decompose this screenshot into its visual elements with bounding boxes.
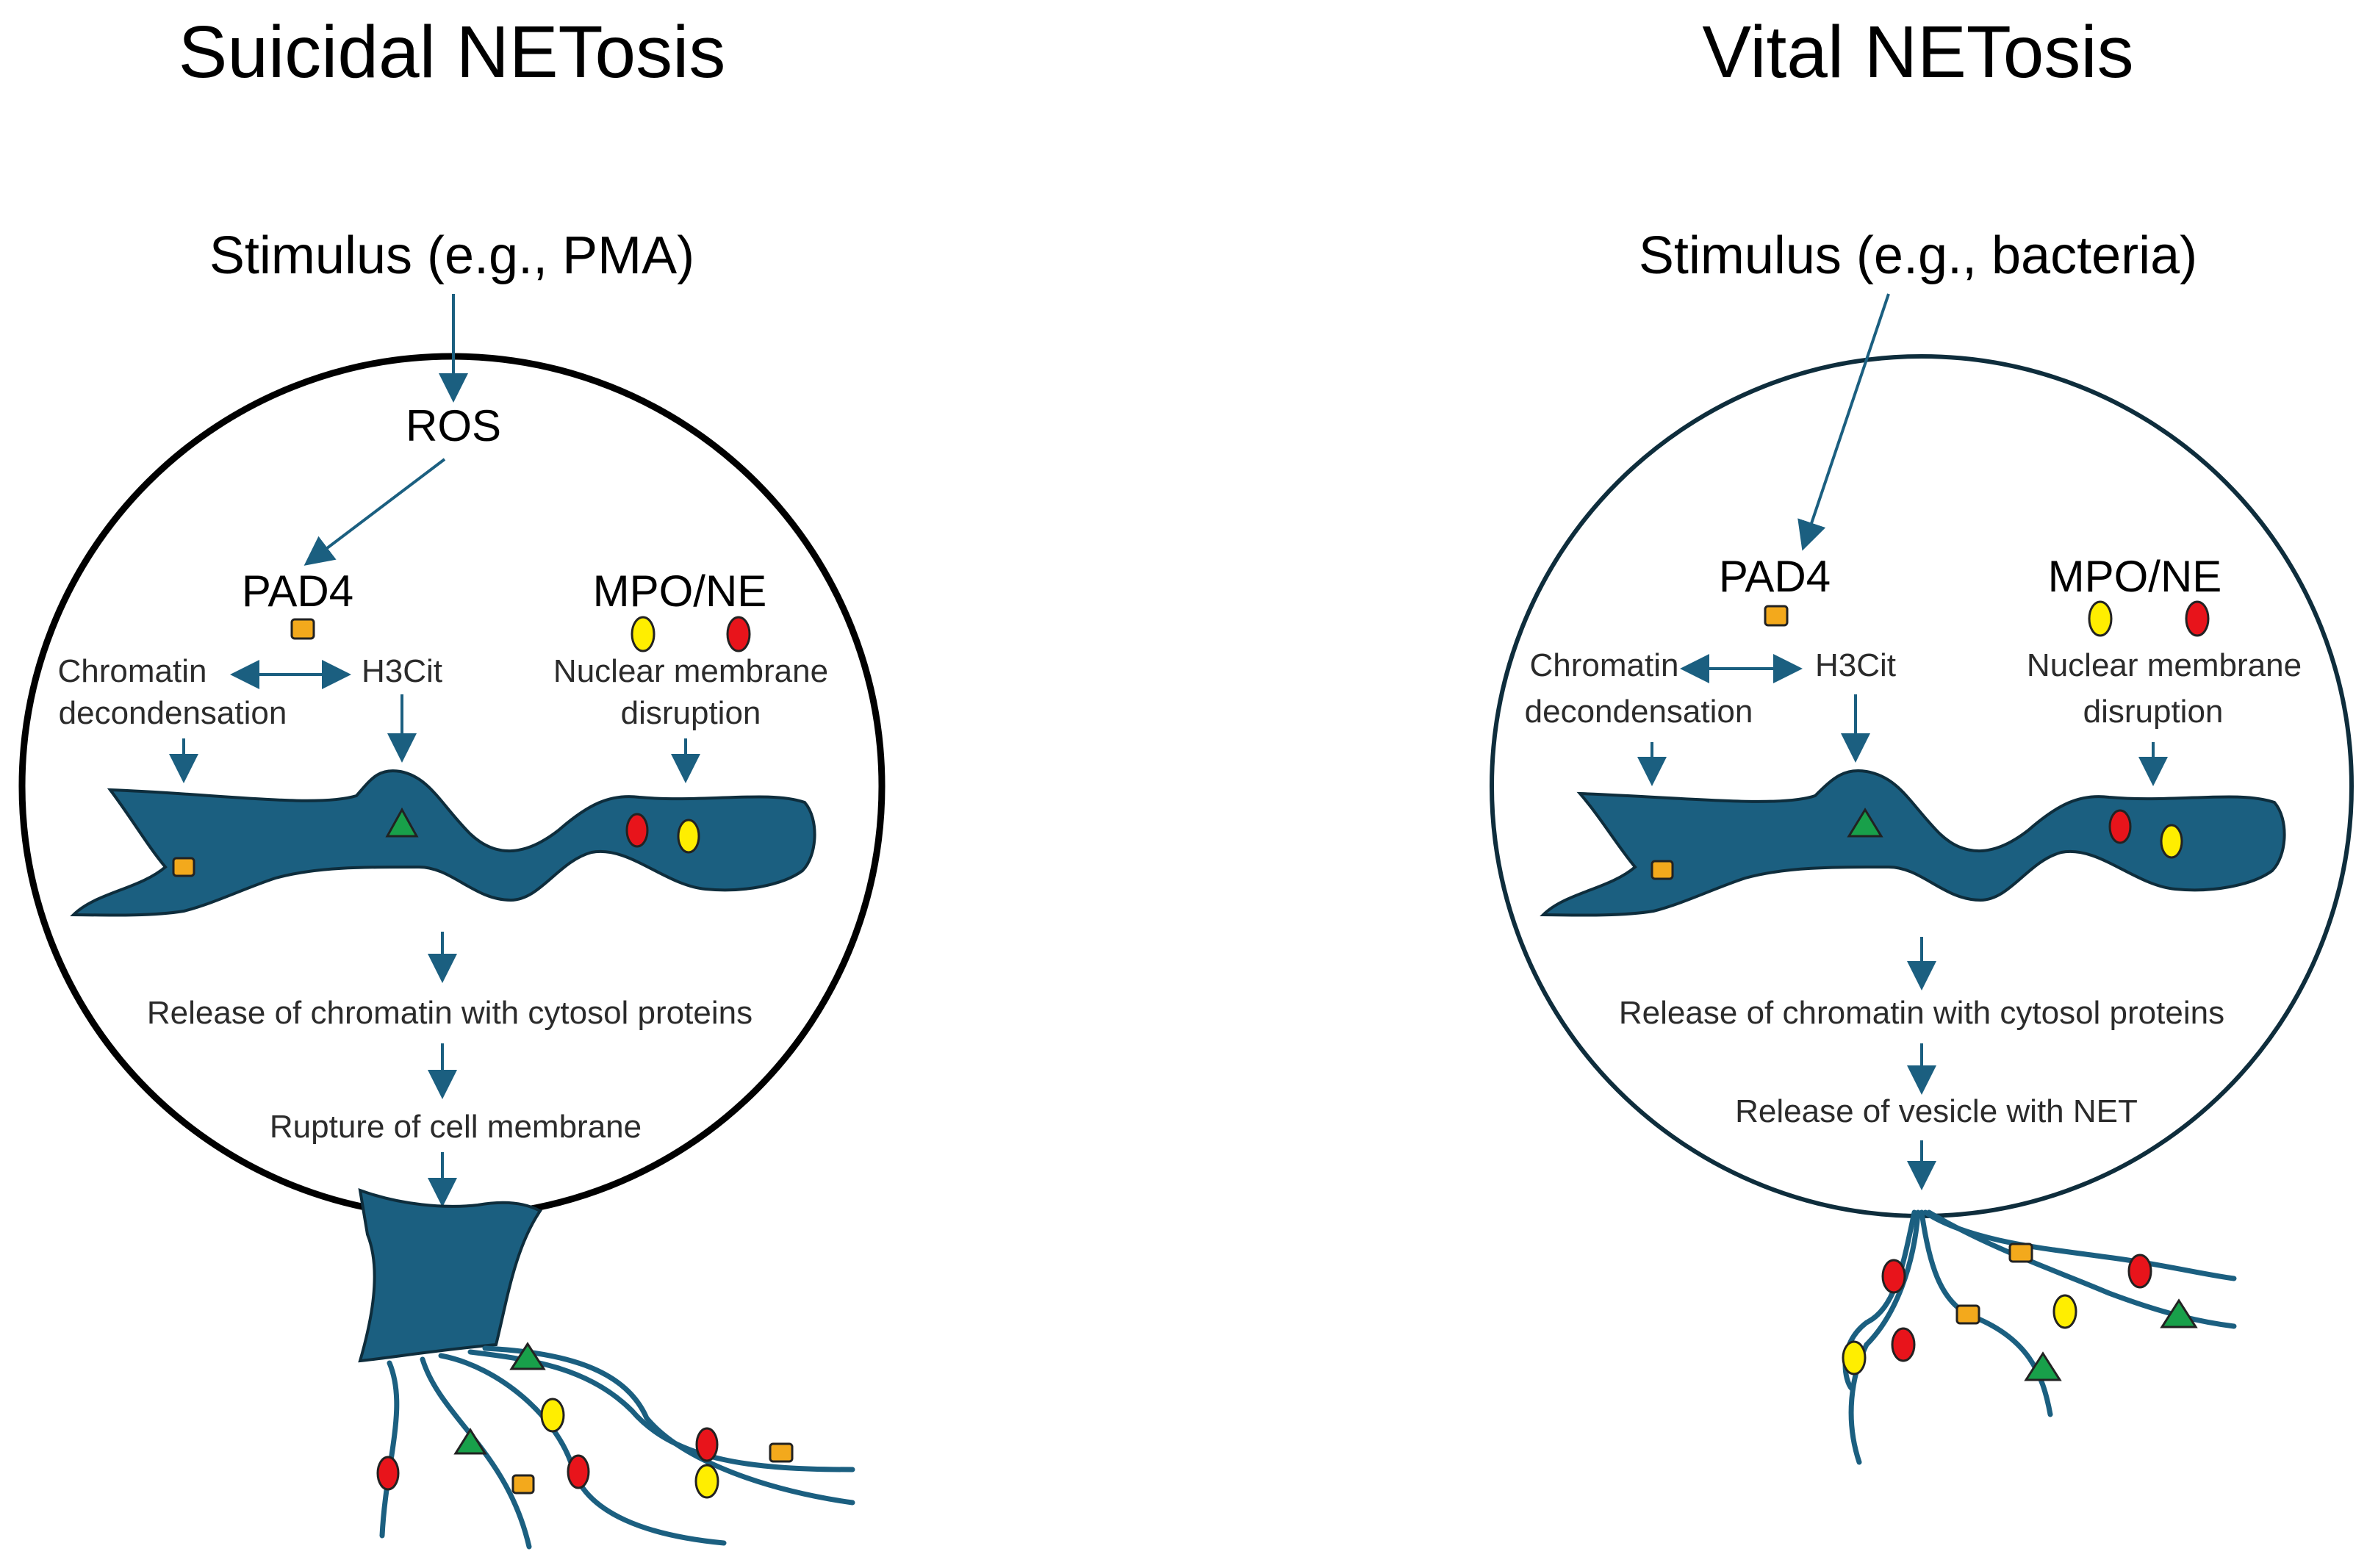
vital-nuclear-label-1: Nuclear membrane <box>2027 647 2302 683</box>
vital-net-h3cit-1 <box>2024 1351 2062 1381</box>
vital-h3cit-label: H3Cit <box>1815 647 1896 683</box>
suicidal-nuclear-label-1: Nuclear membrane <box>553 653 828 689</box>
suicidal-panel: Suicidal NETosis Stimulus (e.g., PMA) RO… <box>18 11 886 1550</box>
suicidal-net-pad4-1 <box>511 1474 535 1495</box>
vital-pad4-marker <box>1764 605 1789 627</box>
suicidal-ne-in-nucleus <box>625 813 649 848</box>
suicidal-mpo-in-nucleus <box>677 819 700 854</box>
vital-vesicle-label: Release of vesicle with NET <box>1735 1093 2138 1129</box>
vital-panel: Vital NETosis Stimulus (e.g., bacteria) … <box>1490 11 2354 1465</box>
suicidal-chromatin-label-2: decondensation <box>59 695 287 731</box>
vital-pad4-in-nucleus <box>1651 860 1674 880</box>
suicidal-pad4-marker <box>290 618 315 640</box>
suicidal-net-ne-2 <box>567 1454 590 1489</box>
suicidal-nuclear-label-2: disruption <box>621 695 761 731</box>
suicidal-net-mpo-2 <box>694 1464 719 1499</box>
suicidal-nucleus <box>70 769 816 917</box>
suicidal-net-h3cit-1 <box>453 1428 487 1455</box>
suicidal-net-ne-1 <box>376 1456 400 1491</box>
suicidal-net-h3cit-2 <box>509 1342 546 1370</box>
suicidal-mpo-ne-label: MPO/NE <box>593 567 767 616</box>
suicidal-ne-marker <box>726 616 751 652</box>
vital-nuclear-label-2: disruption <box>2083 694 2224 730</box>
suicidal-h3cit-label: H3Cit <box>362 653 442 689</box>
vital-stimulus-label: Stimulus (e.g., bacteria) <box>1639 226 2197 285</box>
suicidal-h3cit-in-nucleus <box>385 807 419 838</box>
suicidal-net-mpo-1 <box>540 1398 565 1433</box>
suicidal-ros-label: ROS <box>406 401 501 450</box>
suicidal-release-label: Release of chromatin with cytosol protei… <box>147 995 753 1031</box>
vital-release-label: Release of chromatin with cytosol protei… <box>1619 995 2224 1031</box>
vital-net-ne-3 <box>2127 1254 2152 1289</box>
vital-h3cit-in-nucleus <box>1847 808 1883 838</box>
vital-mpo-marker <box>2088 600 2113 637</box>
suicidal-net-ne-3 <box>695 1427 719 1462</box>
suicidal-mpo-marker <box>631 616 655 652</box>
suicidal-pad4-label: PAD4 <box>242 567 353 616</box>
vital-chromatin-label-2: decondensation <box>1525 694 1753 730</box>
suicidal-extruded-chromatin <box>358 1187 542 1363</box>
suicidal-rupture-label: Rupture of cell membrane <box>270 1109 642 1145</box>
suicidal-net-pad4-2 <box>769 1442 794 1463</box>
vital-nucleus <box>1540 769 2286 917</box>
vital-net-ne-2 <box>1891 1327 1916 1362</box>
vital-net-mpo-2 <box>2052 1294 2077 1329</box>
suicidal-ros-arrow <box>303 458 446 566</box>
vital-ne-in-nucleus <box>2108 809 2132 844</box>
vital-ne-marker <box>2185 600 2210 637</box>
suicidal-chromatin-label-1: Chromatin <box>58 653 207 689</box>
vital-title: Vital NETosis <box>1702 11 2133 93</box>
vital-net-pad4-1 <box>1955 1304 1980 1325</box>
vital-net-ne-1 <box>1881 1259 1906 1294</box>
vital-mpo-ne-label: MPO/NE <box>2048 552 2222 601</box>
vital-stimulus-arrow <box>1797 293 1890 551</box>
suicidal-pad4-in-nucleus <box>172 857 195 877</box>
vital-net-pad4-2 <box>2008 1242 2033 1263</box>
suicidal-cell-membrane <box>18 353 886 1220</box>
vital-pad4-label: PAD4 <box>1719 552 1831 601</box>
suicidal-title: Suicidal NETosis <box>179 11 726 93</box>
vital-mpo-in-nucleus <box>2160 824 2183 859</box>
suicidal-stimulus-label: Stimulus (e.g., PMA) <box>209 226 694 285</box>
vital-net-mpo-1 <box>1842 1340 1867 1375</box>
vital-net-h3cit-2 <box>2160 1298 2198 1328</box>
vital-chromatin-label-1: Chromatin <box>1530 647 1679 683</box>
